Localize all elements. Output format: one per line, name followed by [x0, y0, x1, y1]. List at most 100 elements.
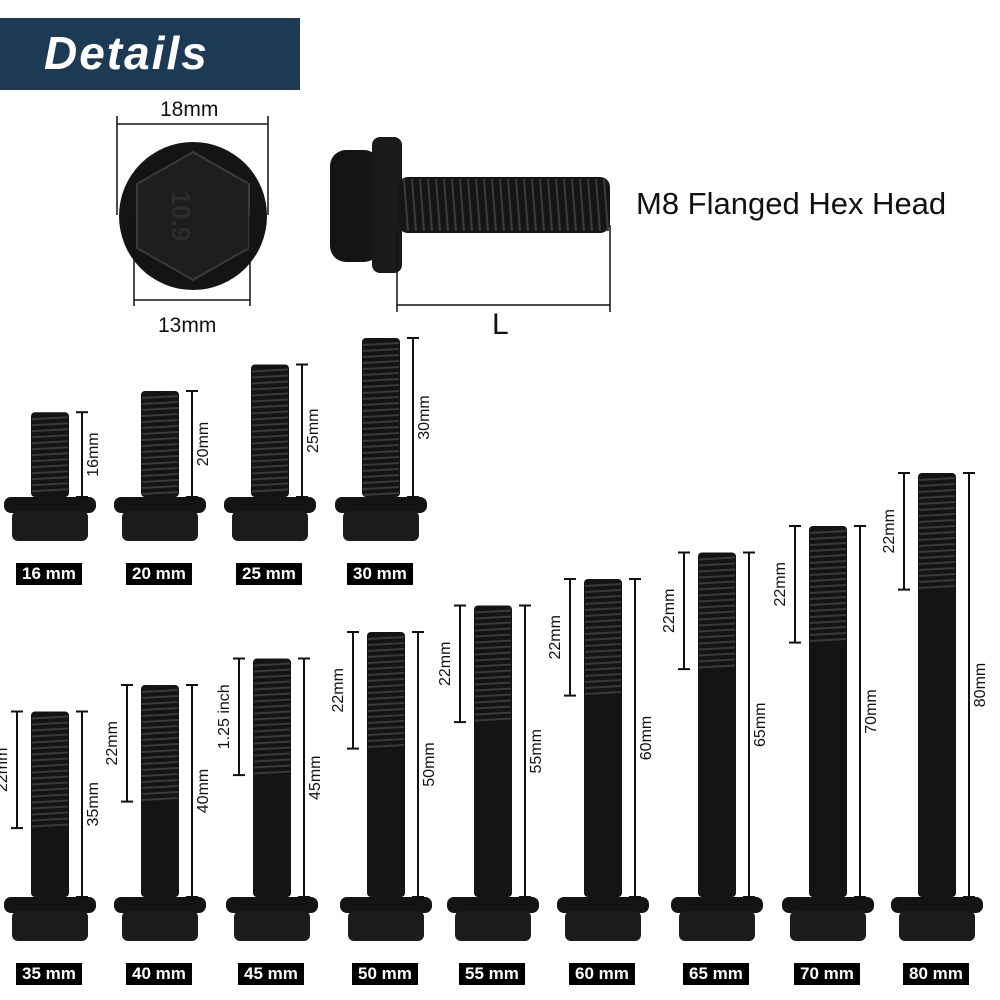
size-tag-55mm: 55 mm — [459, 963, 525, 985]
size-tag-50mm: 50 mm — [352, 963, 418, 985]
bolt-shank — [31, 711, 69, 897]
bolt-thread — [362, 342, 400, 496]
overall-length-label: 30mm — [416, 395, 433, 439]
thread-length-label: 22mm — [661, 589, 678, 633]
overall-length-dimension — [186, 684, 198, 898]
bolt-thread — [698, 556, 736, 669]
thread-length-label: 22mm — [881, 509, 898, 553]
bolt-30mm: 30mm — [335, 337, 433, 541]
thread-length-dimension — [678, 551, 690, 671]
overall-length-dimension — [854, 525, 866, 898]
hex-size-label: 13mm — [158, 314, 217, 337]
bolt-hex-head — [343, 511, 419, 541]
bolt-25mm: 25mm — [224, 363, 322, 541]
bolt-20mm: 20mm — [114, 390, 212, 541]
bolt-flange — [224, 497, 316, 513]
bolt-hex-head — [679, 911, 755, 941]
flange-diameter-dimension — [116, 116, 269, 215]
overall-length-label: 50mm — [421, 742, 438, 786]
bolt-shank — [141, 685, 179, 897]
bolt-hex-head — [122, 911, 198, 941]
bolt-shank — [809, 526, 847, 897]
bolt-thread — [31, 715, 69, 828]
bolt-flange — [447, 897, 539, 913]
bolt-40mm: 40mm 22mm — [104, 684, 212, 941]
bolt-thread — [584, 583, 622, 695]
overall-length-label: 60mm — [638, 716, 655, 760]
bolt-hex-head — [12, 511, 88, 541]
thread-length-label: 22mm — [437, 642, 454, 686]
size-tag-70mm: 70 mm — [794, 963, 860, 985]
thread-length-dimension — [233, 657, 245, 777]
details-banner: Details — [0, 18, 300, 90]
head-marking-text: 10.9 — [166, 191, 196, 242]
bolt-50mm: 50mm 22mm — [330, 631, 438, 941]
bolt-hex-head — [565, 911, 641, 941]
bolt-flange — [671, 897, 763, 913]
bolt-flange — [340, 897, 432, 913]
bolt-35mm: 35mm 22mm — [0, 710, 102, 941]
bolt-thread — [918, 477, 956, 589]
overall-length-label: 16mm — [85, 432, 102, 476]
thread-length-label: 1.25 inch — [216, 684, 233, 749]
overall-length-dimension — [407, 337, 419, 498]
bolt-flange — [782, 897, 874, 913]
overall-length-dimension — [412, 631, 424, 898]
thread-length-dimension — [789, 525, 801, 644]
size-tag-30mm: 30 mm — [347, 563, 413, 585]
bolt-hex-head — [234, 911, 310, 941]
size-tag-35mm: 35 mm — [16, 963, 82, 985]
bolt-thread — [253, 662, 291, 775]
thread-length-dimension — [121, 684, 133, 803]
size-tag-16mm: 16 mm — [16, 563, 82, 585]
size-tag-45mm: 45 mm — [238, 963, 304, 985]
thread-length-dimension — [347, 631, 359, 750]
bolt-hex-head — [12, 911, 88, 941]
size-tag-60mm: 60 mm — [569, 963, 635, 985]
overall-length-dimension — [298, 657, 310, 898]
bolt-hex-head — [790, 911, 866, 941]
overall-length-label: 35mm — [85, 782, 102, 826]
hex-size-dimension — [133, 215, 251, 306]
thread-length-label: 22mm — [0, 748, 11, 792]
overall-length-dimension — [963, 472, 975, 898]
bolt-side-view — [330, 137, 610, 273]
bolt-detail-drawing: 10.9 — [116, 116, 611, 312]
overall-length-label: 40mm — [195, 769, 212, 813]
thread-length-label: 22mm — [772, 562, 789, 606]
thread-length-label: 22mm — [330, 668, 347, 712]
details-banner-label: Details — [44, 27, 209, 79]
bolt-thread — [474, 609, 512, 722]
bolt-thread — [141, 395, 179, 495]
overall-length-dimension — [186, 390, 198, 498]
bolt-hex-head — [348, 911, 424, 941]
thread-length-label: 22mm — [547, 615, 564, 659]
overall-length-label: 20mm — [195, 422, 212, 466]
thread-length-label: 22mm — [104, 721, 121, 765]
bolt-16mm: 16mm — [4, 411, 102, 541]
size-tag-25mm: 25 mm — [236, 563, 302, 585]
bolt-60mm: 60mm 22mm — [547, 578, 655, 941]
bolt-head-top-view: 10.9 — [119, 142, 267, 290]
bolt-shank — [367, 632, 405, 897]
bolt-flange — [114, 897, 206, 913]
product-title: M8 Flanged Hex Head — [636, 186, 947, 221]
size-tag-65mm: 65 mm — [683, 963, 749, 985]
bolt-70mm: 70mm 22mm — [772, 525, 880, 941]
size-tag-20mm: 20 mm — [126, 563, 192, 585]
overall-length-label: 70mm — [863, 689, 880, 733]
overall-length-dimension — [629, 578, 641, 898]
bolt-thread — [367, 636, 405, 748]
bolt-flange — [114, 497, 206, 513]
length-dimension — [396, 225, 611, 312]
length-symbol-label: L — [492, 308, 509, 341]
bolt-flange — [226, 897, 318, 913]
overall-length-label: 25mm — [305, 409, 322, 453]
bolt-flange — [891, 897, 983, 913]
bolt-thread — [251, 368, 289, 493]
bolt-thread — [141, 689, 179, 801]
